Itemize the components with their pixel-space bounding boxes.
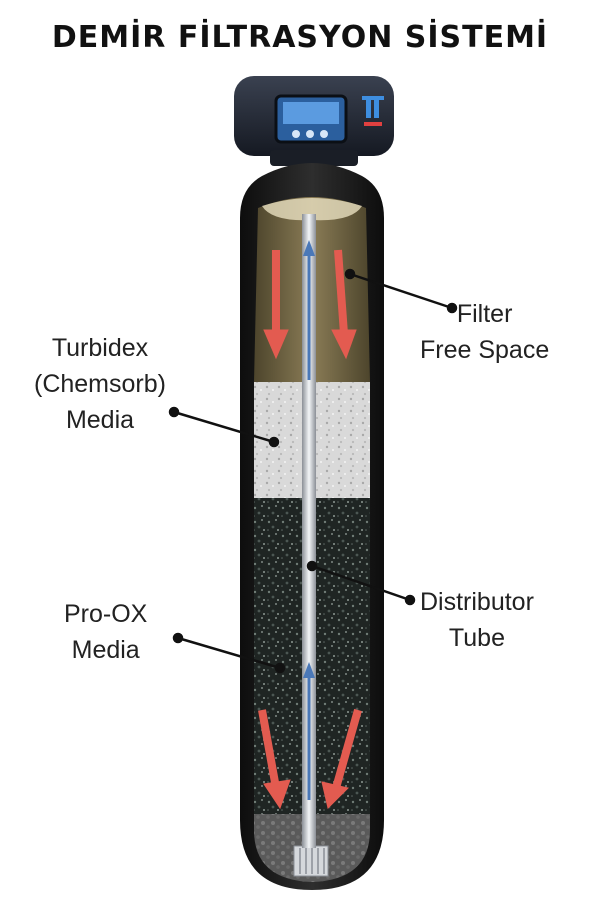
flow-arrow-icon (258, 249, 362, 810)
label-pro-ox-media: Pro-OX Media (64, 596, 147, 668)
label-line: Media (71, 636, 140, 664)
pointer-lines (168, 268, 458, 674)
label-line: Media (65, 406, 135, 434)
logo-icon (362, 96, 384, 126)
distributor-basket (293, 845, 329, 877)
upflow-arrow-icon (303, 240, 315, 800)
label-distributor-tube: Distributor Tube (420, 584, 534, 656)
label-line: Distributor (420, 588, 534, 616)
label-line: (Chemsorb) (34, 370, 166, 398)
label-line: Tube (448, 624, 505, 652)
label-line: Pro-OX (64, 600, 148, 628)
distributor-tube (302, 214, 316, 848)
control-valve-head (234, 76, 394, 166)
label-turbidex-media: Turbidex (Chemsorb) Media (34, 330, 166, 438)
page-title: DEMİR FİLTRASYON SİSTEMİ (51, 20, 549, 55)
label-line: Filter (456, 300, 513, 328)
label-filter-free-space: Filter Free Space (420, 296, 549, 368)
label-line: Free Space (420, 336, 550, 364)
label-line: Turbidex (51, 334, 149, 362)
